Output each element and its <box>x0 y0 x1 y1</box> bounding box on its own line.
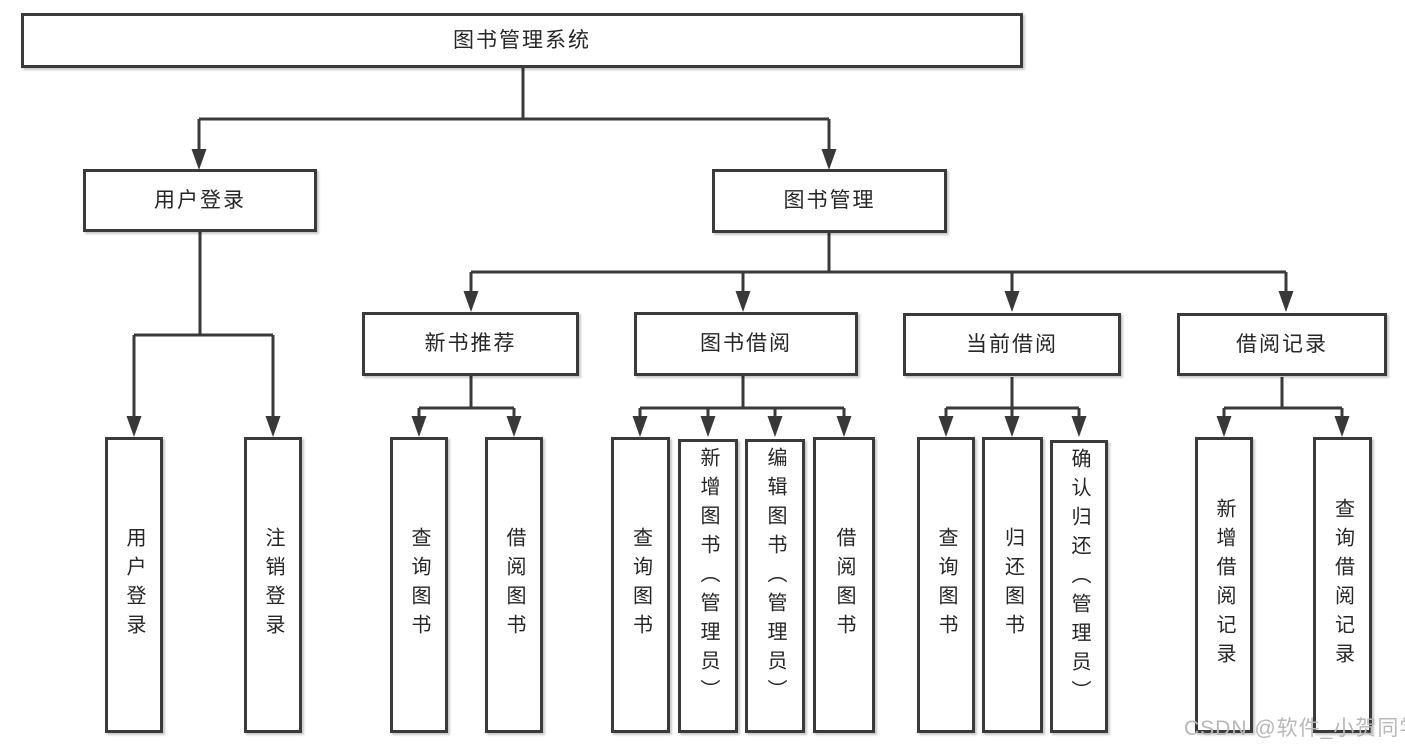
arrowhead <box>1216 416 1232 437</box>
node-new-book-recommend-label: 新书推荐 <box>424 332 517 356</box>
arrowhead <box>1334 416 1350 437</box>
node-book-management-label: 图书管理 <box>783 189 876 213</box>
arrowhead <box>1004 291 1020 312</box>
node-book-borrowing: 图书借阅 <box>634 312 858 376</box>
node-leaf-query-borrow-record-label: 查询借阅记录 <box>1331 498 1354 672</box>
arrowhead <box>506 416 522 437</box>
watermark-text: CSDN @软件_小贺同学 <box>1184 717 1405 740</box>
node-leaf-user-login: 用户登录 <box>105 437 163 733</box>
arrowhead <box>632 416 648 437</box>
arrowhead <box>1004 416 1020 437</box>
node-current-borrowing-label: 当前借阅 <box>966 332 1058 356</box>
node-user-login-label: 用户登录 <box>154 188 246 212</box>
arrowhead <box>463 291 479 312</box>
node-leaf-query-books-current-label: 查询图书 <box>935 527 957 643</box>
node-leaf-confirm-return-admin: 确认归还（管理员） <box>1050 440 1108 733</box>
node-leaf-edit-books-admin-label: 编辑图书（管理员） <box>764 447 786 708</box>
arrowhead <box>1071 416 1087 437</box>
node-borrow-records-label: 借阅记录 <box>1236 332 1328 356</box>
node-leaf-add-borrow-record: 新增借阅记录 <box>1195 437 1253 733</box>
node-current-borrowing: 当前借阅 <box>903 313 1121 376</box>
node-library-management-system: 图书管理系统 <box>21 13 1023 68</box>
arrowhead <box>700 416 716 437</box>
node-user-login: 用户登录 <box>83 169 317 232</box>
node-leaf-query-books-borrowing: 查询图书 <box>611 437 670 733</box>
node-borrow-records: 借阅记录 <box>1177 313 1387 376</box>
arrowhead <box>126 416 142 437</box>
arrowhead <box>411 416 427 437</box>
node-book-management: 图书管理 <box>712 169 947 233</box>
node-leaf-edit-books-admin: 编辑图书（管理员） <box>745 439 805 733</box>
arrowhead <box>938 416 954 437</box>
node-new-book-recommend: 新书推荐 <box>362 312 579 376</box>
arrowhead <box>191 149 207 170</box>
node-leaf-logout-label: 注销登录 <box>262 527 284 643</box>
node-leaf-return-books: 归还图书 <box>982 437 1043 733</box>
node-leaf-borrow-books-recommend: 借阅图书 <box>485 437 543 733</box>
node-leaf-query-books-recommend-label: 查询图书 <box>408 527 430 643</box>
node-leaf-user-login-label: 用户登录 <box>123 527 145 643</box>
arrowhead <box>836 416 852 437</box>
node-leaf-logout: 注销登录 <box>244 437 302 733</box>
node-leaf-query-books-recommend: 查询图书 <box>390 437 448 733</box>
node-leaf-add-borrow-record-label: 新增借阅记录 <box>1213 498 1235 672</box>
node-leaf-query-borrow-record: 查询借阅记录 <box>1313 437 1372 733</box>
arrowhead <box>1278 291 1294 312</box>
node-leaf-borrow-books-label: 借阅图书 <box>833 527 855 643</box>
node-library-management-system-label: 图书管理系统 <box>453 28 591 52</box>
arrowhead <box>767 416 783 437</box>
arrowhead <box>735 291 751 312</box>
node-leaf-add-books-admin-label: 新增图书（管理员） <box>697 447 719 708</box>
node-leaf-query-books-current: 查询图书 <box>917 437 975 733</box>
arrowhead <box>821 149 837 170</box>
arrowhead <box>265 416 281 437</box>
node-leaf-borrow-books: 借阅图书 <box>813 437 875 733</box>
node-leaf-query-books-borrowing-label: 查询图书 <box>629 527 652 643</box>
node-leaf-borrow-books-recommend-label: 借阅图书 <box>503 527 525 643</box>
node-leaf-add-books-admin: 新增图书（管理员） <box>678 439 738 733</box>
node-leaf-confirm-return-admin-label: 确认归还（管理员） <box>1068 448 1090 709</box>
node-book-borrowing-label: 图书借阅 <box>700 332 792 356</box>
node-leaf-return-books-label: 归还图书 <box>1001 527 1024 643</box>
